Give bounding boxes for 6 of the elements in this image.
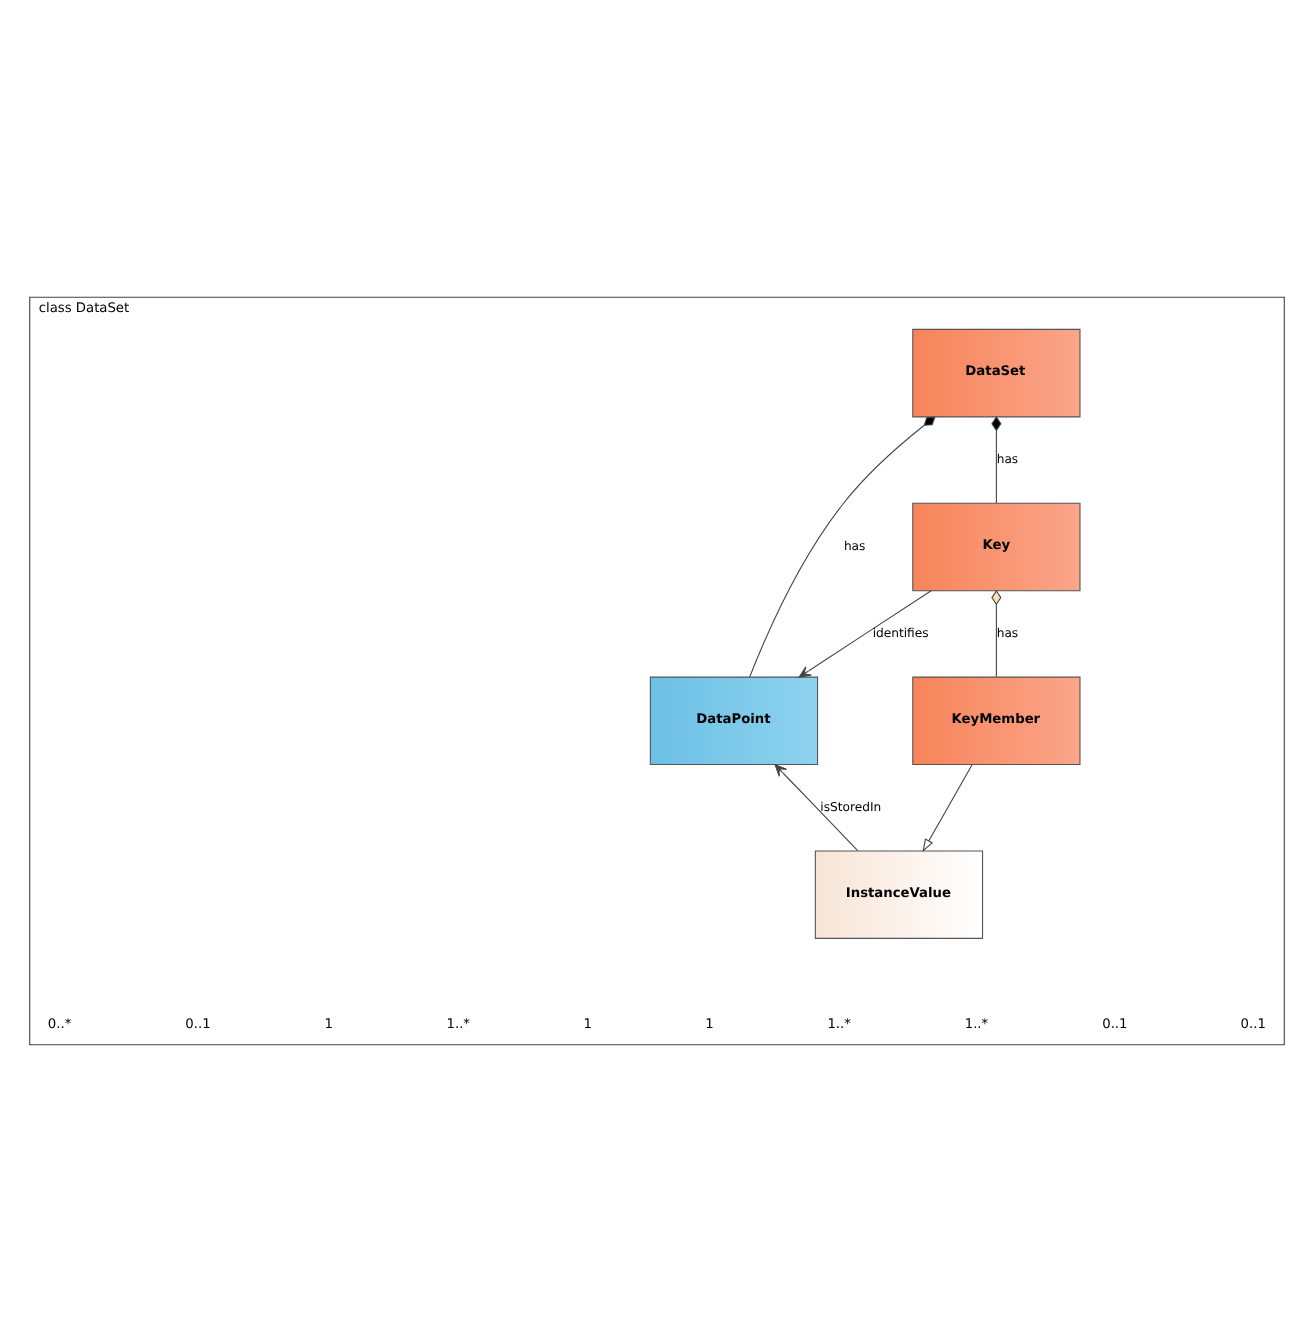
arrow — [798, 590, 932, 678]
connector — [991, 589, 1002, 678]
arrow — [922, 764, 973, 853]
connector — [749, 416, 936, 678]
arrow — [774, 764, 859, 852]
connector — [991, 416, 1002, 504]
